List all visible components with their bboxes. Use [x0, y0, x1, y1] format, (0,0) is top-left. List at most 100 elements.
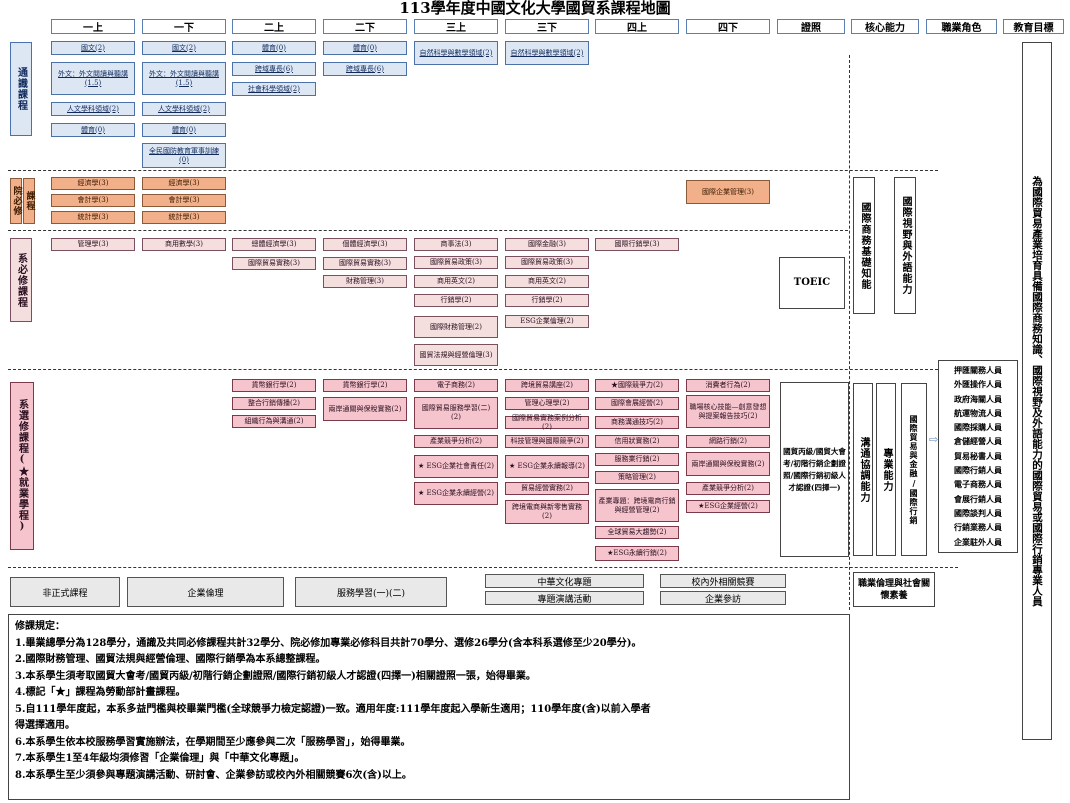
- informal-course-box: 企業參訪: [660, 591, 786, 605]
- course-box: 國際財務管理(2): [414, 316, 498, 338]
- role-item: 倉儲經營人員: [954, 436, 1002, 447]
- course-box: 國際行銷學(3): [595, 238, 679, 251]
- course-box: 電子商務(2): [414, 379, 498, 392]
- course-box: 體育(0): [232, 41, 316, 55]
- rule-item: 4.標記「★」課程為勞動部計畫課程。: [15, 687, 186, 698]
- role-item: 押匯關務人員: [954, 365, 1002, 375]
- separator-elective: [8, 567, 958, 568]
- course-box: ★ESG永續行銷(2): [595, 546, 679, 561]
- course-box: 兩岸通關與保稅實務(2): [686, 452, 770, 476]
- course-box: ★國際競爭力(2): [595, 379, 679, 392]
- rules-heading: 修課規定：: [15, 621, 65, 632]
- course-box: ESG企業倫理(2): [505, 315, 589, 328]
- course-box: 國際金融(3): [505, 238, 589, 251]
- col-header-1b: 一下: [142, 19, 226, 34]
- rule-item: 3.本系學生須考取國貿大會考/國貿丙級/初階行銷企劃證照/國際行銷初級人才認證(…: [15, 670, 536, 682]
- informal-course-box: 企業倫理: [127, 577, 284, 607]
- course-box: 管理心理學(2): [505, 397, 589, 410]
- course-rules: 修課規定： 1.畢業總學分為128學分，通識及共同必修課程共計32學分、院必修加…: [8, 614, 850, 800]
- role-item: 外匯操作人員: [954, 379, 1002, 390]
- course-box: 整合行銷傳播(2): [232, 397, 316, 410]
- course-box: 國文(2): [51, 41, 135, 55]
- roles-box: 押匯關務人員 外匯操作人員 政府海關人員 航運物流人員 國際採購人員 倉儲經營人…: [938, 360, 1018, 553]
- course-box: 跨域專長(6): [232, 62, 316, 76]
- separator-vertical: [849, 55, 850, 610]
- course-box: 服務業行銷(2): [595, 453, 679, 466]
- separator-general: [8, 170, 938, 171]
- role-item: 政府海關人員: [954, 393, 1002, 404]
- course-box: 財務管理(3): [323, 275, 407, 288]
- core-competency-box: 國際貿易與金融/國際行銷: [901, 383, 927, 556]
- course-box: 自然科學與數學領域(2): [505, 41, 589, 65]
- col-header-core: 核心能力: [851, 19, 919, 34]
- col-header-1a: 一上: [51, 19, 135, 34]
- course-box: 產業專題：跨境電商行銷與經營管理(2): [595, 489, 679, 522]
- course-box: 跨域專長(6): [323, 62, 407, 76]
- course-box: 行銷學(2): [505, 294, 589, 307]
- course-box: 商用英文(2): [414, 275, 498, 288]
- course-box: 統計學(3): [142, 211, 226, 224]
- cert-toeic-box: TOEIC: [779, 257, 845, 309]
- course-box: 體育(0): [323, 41, 407, 55]
- course-box: 國文(2): [142, 41, 226, 55]
- informal-course-box: 校內外相關競賽: [660, 574, 786, 588]
- section-required-label: 系必修課程: [10, 238, 32, 322]
- course-box: 科技管理與國際競爭(2): [505, 435, 589, 448]
- course-box: 國際貿易實務案例分析(2): [505, 414, 589, 431]
- course-box: 跨境電商與新零售實務(2): [505, 500, 589, 524]
- role-item: 貿易秘書人員: [954, 450, 1002, 461]
- course-box: 信用狀實務(2): [595, 435, 679, 448]
- course-box: 跨境貿易講座(2): [505, 379, 589, 392]
- course-box: 商用英文(2): [505, 275, 589, 288]
- role-item: 電子商務人員: [954, 479, 1002, 490]
- section-elective-label: 系選修課程(★就業學程): [10, 382, 34, 550]
- course-box: 貨幣銀行學(2): [323, 379, 407, 392]
- col-header-2a: 二上: [232, 19, 316, 34]
- course-box: 國際企業管理(3): [686, 180, 770, 204]
- course-box: 商事法(3): [414, 238, 498, 251]
- course-box: 兩岸通關與保稅實務(2): [323, 397, 407, 421]
- course-box: 總體經濟學(3): [232, 238, 316, 251]
- course-box: 管理學(3): [51, 238, 135, 251]
- cert-elective-box: 國貿丙級/國貿大會考/初階行銷企劃證照/國際行銷初級人才認證(四擇一): [780, 382, 849, 557]
- course-box: 行銷學(2): [414, 294, 498, 307]
- section-college-label: 院必修: [10, 178, 22, 224]
- col-header-4b: 四下: [686, 19, 770, 34]
- course-box: 國際會展經營(2): [595, 397, 679, 410]
- course-box: 人文學科領域(2): [142, 102, 226, 116]
- course-box: 社會科學領域(2): [232, 82, 316, 96]
- arrow-right-icon: ⇨: [929, 433, 939, 446]
- informal-course-box: 服務學習(一)(二): [295, 577, 447, 607]
- col-header-3a: 三上: [414, 19, 498, 34]
- section-general-label: 通識課程: [10, 42, 32, 136]
- course-box: 人文學科領域(2): [51, 102, 135, 116]
- course-box: 商務溝通技巧(2): [595, 416, 679, 429]
- informal-core-box: 職業倫理與社會關懷素養: [853, 572, 935, 607]
- rule-item: 5.自111學年度起，本系多益門檻與校畢業門檻(全球競爭力檢定認證)一致。適用年…: [15, 703, 651, 715]
- section-college-sub-label: 課程: [23, 178, 35, 224]
- course-box: ★ESG企業經營(2): [686, 500, 770, 513]
- course-box: 經濟學(3): [51, 177, 135, 190]
- course-box: ★ ESG企業永續經營(2): [414, 482, 498, 505]
- role-item: 會展行銷人員: [954, 493, 1002, 504]
- course-box: ★ ESG企業永續報導(2): [505, 455, 589, 478]
- separator-required: [8, 369, 938, 370]
- course-box: 國際貿易政策(3): [414, 256, 498, 269]
- informal-course-box: 非正式課程: [10, 577, 120, 607]
- col-header-cert: 證照: [777, 19, 845, 34]
- col-header-goal: 教育目標: [1003, 19, 1064, 34]
- course-box: 產業競爭分析(2): [414, 435, 498, 448]
- course-box: 全民國防教育軍事訓練(0): [142, 143, 226, 168]
- rule-item: 1.畢業總學分為128學分，通識及共同必修課程共計32學分、院必修加專業必修科目…: [15, 637, 642, 649]
- core-competency-box: 溝通協調能力: [853, 383, 873, 556]
- course-box: 外文：外文閱讀與聽講(1.5): [51, 62, 135, 95]
- course-box: 國際貿易實務(3): [323, 257, 407, 270]
- role-item: 國際採購人員: [954, 422, 1002, 433]
- course-box: 組織行為與溝通(2): [232, 415, 316, 428]
- course-box: 國際貿易服務學習(二)(2): [414, 397, 498, 429]
- role-item: 國際行銷人員: [954, 465, 1002, 476]
- core-competency-box: 國際視野與外語能力: [894, 177, 916, 314]
- course-box: 統計學(3): [51, 211, 135, 224]
- col-header-3b: 三下: [505, 19, 589, 34]
- course-box: 體育(0): [51, 123, 135, 137]
